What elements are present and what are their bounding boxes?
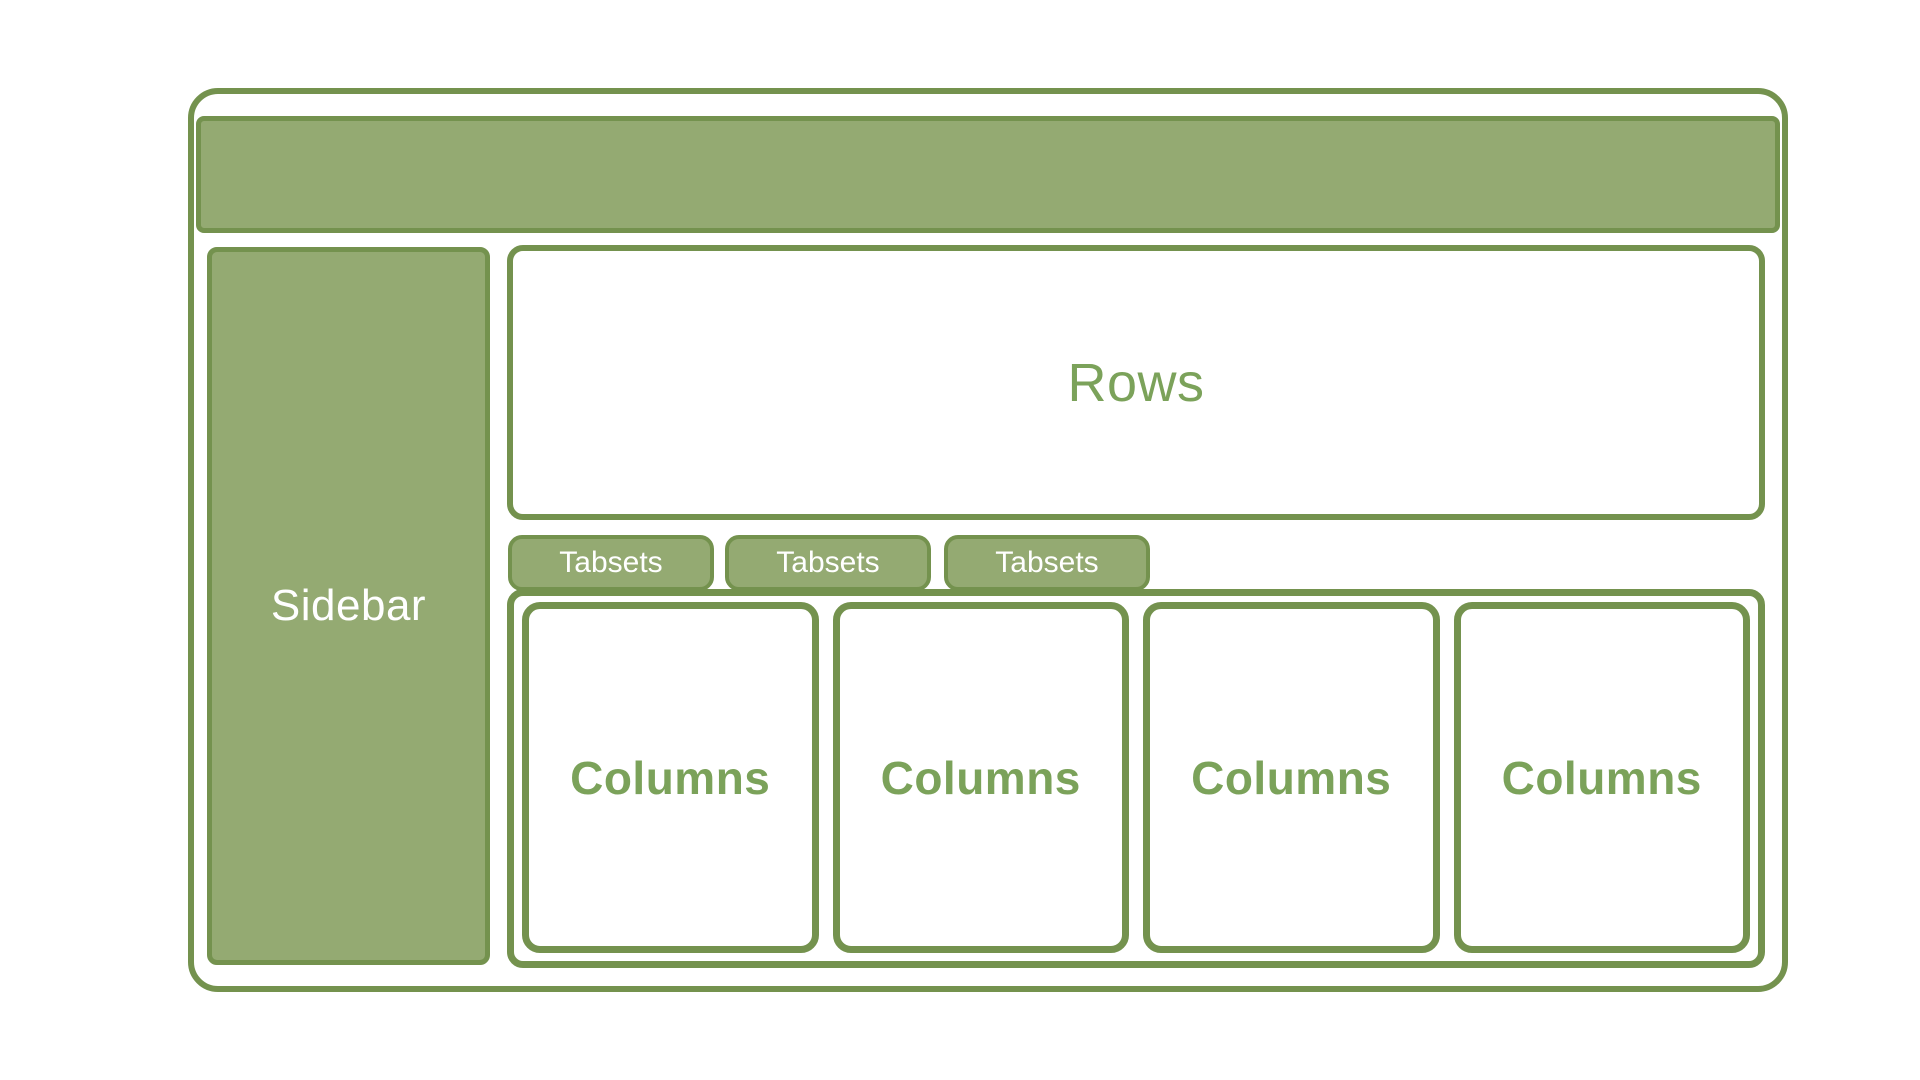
column-panel-2: Columns	[832, 602, 1129, 953]
sidebar-label: Sidebar	[270, 581, 427, 630]
column-panel-1-label: Columns	[570, 751, 771, 804]
column-panel-4: Columns	[1453, 602, 1750, 953]
tabset-tab-1-label: Tabsets	[559, 546, 663, 579]
header-bar	[196, 116, 1780, 233]
rows-panel: Rows	[507, 245, 1765, 520]
column-panel-2-label: Columns	[880, 751, 1081, 804]
sidebar-panel: Sidebar	[207, 247, 490, 965]
rows-panel-label: Rows	[1067, 352, 1205, 413]
column-panel-4-label: Columns	[1501, 751, 1702, 804]
browser-window-frame: Sidebar Rows Tabsets Tabsets Tabsets Col…	[188, 88, 1788, 992]
columns-container: Columns Columns Columns Columns	[507, 589, 1765, 968]
tabset-tab-3-label: Tabsets	[995, 546, 1099, 579]
column-panel-3: Columns	[1143, 602, 1440, 953]
column-panel-3-label: Columns	[1191, 751, 1392, 804]
tabset-tab-3: Tabsets	[944, 535, 1150, 591]
tabset-tab-2: Tabsets	[725, 535, 931, 591]
tabset-tab-1: Tabsets	[508, 535, 714, 591]
tabset-tab-2-label: Tabsets	[776, 546, 880, 579]
column-panel-1: Columns	[522, 602, 819, 953]
